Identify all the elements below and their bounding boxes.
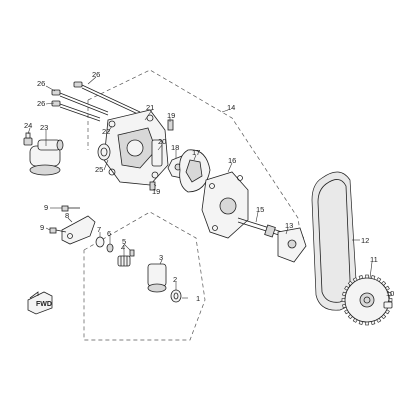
group-outline-1 xyxy=(83,211,206,341)
outer-rotor-17 xyxy=(179,149,211,193)
label-2: 2 xyxy=(173,275,177,284)
pin-5 xyxy=(129,249,135,257)
label-5: 5 xyxy=(122,237,126,246)
label-22: 22 xyxy=(102,127,110,136)
pump-shaft-15 xyxy=(237,217,283,238)
label-14: 14 xyxy=(227,103,235,112)
forward-direction-badge: FWD xyxy=(27,291,53,315)
spring-4 xyxy=(117,255,131,267)
label-15: 15 xyxy=(256,205,264,214)
label-13: 13 xyxy=(285,221,293,230)
label-26-lower: 26 xyxy=(37,99,45,108)
washer-7 xyxy=(95,236,105,248)
label-9-upper: 9 xyxy=(44,203,48,212)
forward-badge-text: FWD xyxy=(36,301,52,308)
bracket-8 xyxy=(61,215,96,245)
label-6: 6 xyxy=(107,229,111,238)
bolt-9-lower xyxy=(49,227,67,234)
label-23: 23 xyxy=(40,123,48,132)
pump-housing-21 xyxy=(103,109,169,186)
washer-10 xyxy=(383,301,393,309)
label-20: 20 xyxy=(158,137,166,146)
label-16: 16 xyxy=(228,156,236,165)
label-21: 21 xyxy=(146,103,154,112)
pump-cover-16 xyxy=(201,171,249,239)
label-4: 4 xyxy=(121,243,125,252)
label-10: 10 xyxy=(386,289,394,298)
label-25: 25 xyxy=(95,165,103,174)
bolt-26-lower xyxy=(51,100,101,122)
label-24: 24 xyxy=(24,121,32,130)
label-11: 11 xyxy=(370,255,378,264)
oil-strainer-23 xyxy=(29,139,64,176)
sprocket-11 xyxy=(341,274,393,326)
group-outline-14 xyxy=(87,69,306,241)
pin-19-top xyxy=(167,119,174,131)
plug-24 xyxy=(23,132,33,146)
drive-chain-12 xyxy=(311,171,357,311)
plunger-3 xyxy=(147,263,167,293)
bolt-26-middle xyxy=(51,89,109,116)
label-12: 12 xyxy=(361,236,369,245)
label-26-middle: 26 xyxy=(37,79,45,88)
label-8: 8 xyxy=(65,211,69,220)
label-17: 17 xyxy=(192,148,200,157)
label-3: 3 xyxy=(159,253,163,262)
label-7: 7 xyxy=(97,225,101,234)
gasket-25 xyxy=(97,143,111,161)
washer-2 xyxy=(170,289,182,303)
pin-19-bottom xyxy=(149,181,156,191)
label-9-lower: 9 xyxy=(40,223,44,232)
label-19-top: 19 xyxy=(167,111,175,120)
bolt-9-upper xyxy=(61,205,80,212)
label-18: 18 xyxy=(171,143,179,152)
washer-6 xyxy=(106,243,114,253)
label-1: 1 xyxy=(196,294,200,303)
drive-plate-13 xyxy=(277,227,307,263)
bolt-26-top xyxy=(73,81,141,116)
label-19-bottom: 19 xyxy=(152,187,160,196)
label-26-top: 26 xyxy=(92,70,100,79)
